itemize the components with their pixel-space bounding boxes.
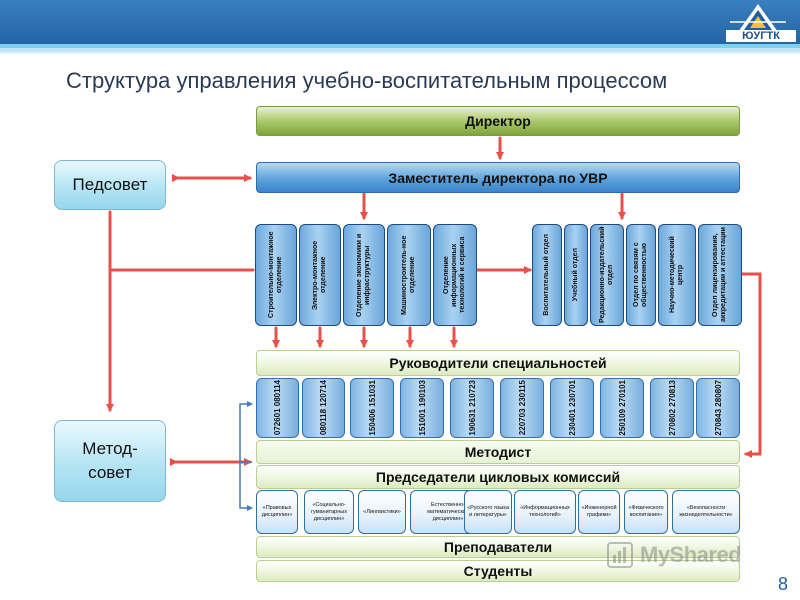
pedsovet-box: Педсовет: [54, 160, 166, 210]
director-box: Директор: [256, 106, 740, 136]
logo-text: ЮУГТК: [726, 30, 796, 42]
service-box: Учебный отдел: [564, 224, 588, 326]
specialty-code: 151001 190103: [417, 380, 427, 436]
service-box: Научно-методический центр: [658, 224, 696, 326]
specialty-code-box: 270802 270813: [650, 378, 694, 438]
specialty-code: 080118 120714: [319, 380, 328, 436]
department-box: Отделение информационных технологий и се…: [433, 224, 477, 326]
specialty-code: 270802 270813: [667, 380, 677, 436]
specialty-code: 230401 230701: [567, 380, 577, 436]
line-to-specialties: [239, 401, 253, 463]
commission-box: «Лингвистики»: [358, 490, 406, 534]
service-label: Отдел по связям с общественностью: [633, 242, 648, 308]
specialty-code-box: 230401 230701: [550, 378, 594, 438]
service-box: Редакционно-издательский отдел: [590, 224, 624, 326]
metodsovet-box: Метод- совет: [54, 420, 166, 502]
department-label: Отделение экономики и инфраструктуры: [356, 233, 371, 317]
department-label: Строительно-монтажное отделение: [268, 231, 283, 319]
line-services-right: [740, 272, 762, 458]
commission-box: «Правовых дисциплин»: [256, 490, 298, 534]
service-label: Воспитательный отдел: [543, 234, 550, 316]
service-box: Отдел лицензирования, аккредитации и атт…: [698, 224, 742, 326]
specialty-code: 190631 210723: [467, 380, 477, 436]
specialty-code-box: 220703 230115: [500, 378, 544, 438]
specialty-code: 220703 230115: [517, 380, 527, 436]
specialty-code-box: 072601 080114: [256, 378, 299, 438]
commission-box: «Безопасности жизнедеятельности»: [672, 490, 740, 534]
commission-box: «Инженерной графики»: [578, 490, 620, 534]
specialty-code: 150406 151031: [367, 380, 377, 436]
service-label: Редакционно-издательский отдел: [599, 226, 614, 324]
commission-box: «Физического воспитания»: [624, 490, 668, 534]
service-label: Научно-методический центр: [669, 236, 684, 314]
commission-box: «Социально-гуманитарных дисциплин»: [304, 490, 354, 534]
service-box: Воспитательный отдел: [532, 224, 562, 326]
specialty-code: 072601 080114: [273, 380, 282, 436]
page-number: 8: [778, 574, 789, 594]
service-label: Отдел лицензирования, аккредитации и атт…: [712, 227, 727, 323]
specialty-code: 270843 280807: [713, 380, 723, 436]
department-box: Строительно-монтажное отделение: [255, 224, 297, 326]
line-to-commissions: [239, 462, 253, 511]
department-box: Электро-монтажное отделение: [299, 224, 341, 326]
service-label: Учебный отдел: [572, 248, 579, 302]
department-box: Машиностроитель-ное отделение: [387, 224, 431, 326]
department-label: Электро-монтажное отделение: [312, 240, 327, 310]
commission-box: «Русского языка и литературы»: [464, 490, 512, 534]
watermark-chart-icon: [607, 542, 633, 568]
commission-chairs-bar: Председатели цикловых комиссий: [256, 465, 740, 489]
specialty-code-box: 250109 270101: [600, 378, 644, 438]
specialty-code-box: 080118 120714: [302, 378, 345, 438]
specialty-heads-bar: Руководители специальностей: [256, 350, 740, 376]
watermark: MyShared: [606, 538, 766, 572]
department-label: Машиностроитель-ное отделение: [401, 235, 416, 315]
students-bar: Студенты: [256, 560, 740, 582]
college-logo: [730, 4, 786, 32]
deputy-director-box: Заместитель директора по УВР: [256, 162, 740, 193]
specialty-code-box: 150406 151031: [350, 378, 394, 438]
specialty-code-box: 151001 190103: [400, 378, 444, 438]
service-box: Отдел по связям с общественностью: [626, 224, 656, 326]
specialty-code-box: 270843 280807: [696, 378, 740, 438]
department-label: Отделение информационных технологий и се…: [443, 236, 466, 314]
methodist-bar: Методист: [256, 440, 740, 464]
commission-box: «Информационных технологий»: [514, 490, 576, 534]
department-box: Отделение экономики и инфраструктуры: [343, 224, 385, 326]
specialty-code: 250109 270101: [617, 380, 627, 436]
header-band: [0, 0, 800, 54]
specialty-code-box: 190631 210723: [450, 378, 494, 438]
slide-title: Структура управления учебно-воспитательн…: [66, 68, 668, 93]
watermark-text: MyShared: [640, 542, 742, 567]
